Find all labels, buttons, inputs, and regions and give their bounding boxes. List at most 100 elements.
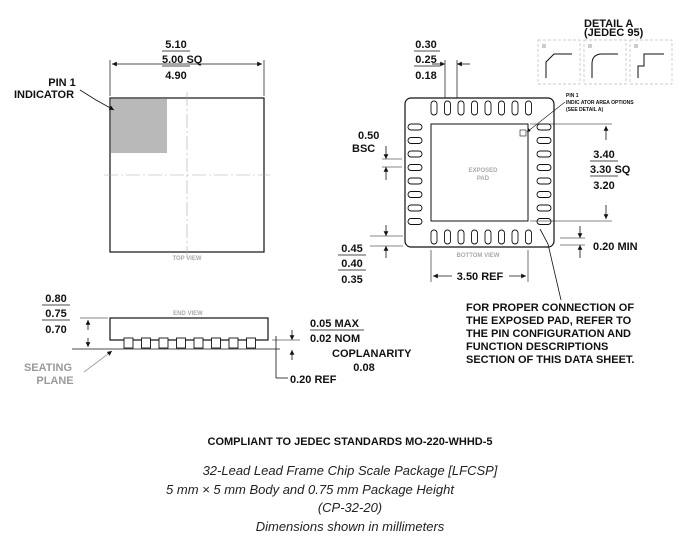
lead-top [457,100,465,116]
detail-frame [629,39,673,85]
height-min: 0.70 [45,324,66,336]
detail-title-line1: DETAIL A [584,18,633,30]
lead-right [536,204,552,212]
lead-right [536,164,552,171]
lead-top [484,100,492,116]
pitch-value: 0.50 [358,130,379,142]
height-max: 0.80 [45,293,66,305]
lead-left [407,150,423,158]
standoff-nom: 0.02 NOM [310,333,360,345]
pin1-area-label-line2: INDIC ATOR AREA OPTIONS [566,100,634,106]
min-clearance: 0.20 MIN [593,241,638,253]
pin1-area-label-line3: (SEE DETAIL A) [566,107,603,113]
lead-bottom [484,229,492,245]
top-dim-max: 5.10 [165,39,186,51]
end-view-label: END VIEW [173,311,203,317]
ref-width: 3.50 REF [457,271,504,283]
end-lead [246,337,256,349]
lead-width-nom: 0.25 [415,54,436,66]
caption-package-code: (CP-32-20) [317,500,383,515]
lead-right [536,177,552,185]
exposed-pad-label-line2: PAD [477,176,490,182]
height-nom: 0.75 [45,308,66,320]
end-view-body [109,317,269,341]
top-dim-min: 4.90 [165,70,186,82]
top-dim-nom: 5.00 SQ [162,54,203,66]
pad-dim-max: 3.40 [593,149,614,161]
detail-corner-outline [637,53,664,78]
detail-lead-stub [588,44,592,48]
lead-bottom [471,229,478,245]
lead-bottom [511,229,519,245]
standoff-max: 0.05 MAX [310,318,360,330]
pin1-label-line2: INDICATOR [14,89,74,101]
detail-corner-outline [545,53,572,78]
pad-connection-note: FOR PROPER CONNECTION OF THE EXPOSED PAD… [466,302,696,367]
pin1-leader [79,89,115,111]
lead-right [536,218,552,225]
lead-width-min: 0.18 [415,70,436,82]
note-line: THE EXPOSED PAD, REFER TO [466,315,632,327]
lead-right [536,137,552,144]
detail-frame [583,39,627,85]
pin1-label-line1: PIN 1 [48,77,76,89]
lead-bottom [430,229,438,245]
pad-dim-nom: 3.30 SQ [590,164,631,176]
note-leader [539,228,562,301]
detail-a-variants [537,39,673,85]
top-view: 5.10 5.00 SQ 4.90 PIN 1 INDICATOR TOP VI… [14,39,270,262]
seating-label-line1: SEATING [24,362,72,374]
lead-left [407,164,423,171]
lead-width-max: 0.30 [415,39,436,51]
lead-left [407,177,423,185]
coplanarity-label: COPLANARITY [332,348,412,360]
exposed-pad-label-line1: EXPOSED [468,168,498,174]
lead-left [407,218,423,225]
lead-left [407,137,423,144]
lead-right [536,191,552,198]
pin1-area-label-line1: PIN 1 [566,93,579,99]
lead-top [511,100,519,116]
caption-package-name: 32-Lead Lead Frame Chip Scale Package [L… [202,463,498,478]
lead-bottom [457,229,465,245]
end-view: END VIEW 0.80 0.75 0.70 SEATING PLANE 0.… [24,293,412,387]
end-lead [193,337,204,349]
lead-length-nom: 0.40 [341,258,362,270]
lead-top [498,100,505,116]
end-lead [123,337,134,349]
pin1-area-leader [526,101,566,133]
pin1-area-mark [519,129,527,137]
detail-variant [537,39,581,85]
lead-length-max: 0.45 [341,243,362,255]
compliance-statement: COMPLIANT TO JEDEC STANDARDS MO-220-WHHD… [207,436,493,448]
detail-variant [583,39,627,85]
detail-corner-outline [591,53,618,78]
note-line: SECTION OF THIS DATA SHEET. [466,354,635,366]
ref-thickness: 0.20 REF [290,374,337,386]
note-line: FUNCTION DESCRIPTIONS [466,341,609,353]
lead-top [430,100,438,116]
lead-top [471,100,478,116]
lead-top [525,100,532,116]
coplanarity-value: 0.08 [353,362,374,374]
lead-bottom [498,229,505,245]
end-lead [176,337,186,349]
exposed-pad [430,123,529,222]
lead-left [407,204,423,212]
lead-length-min: 0.35 [341,274,362,286]
detail-a: DETAIL A (JEDEC 95) [537,18,673,85]
end-view-leads [123,337,256,349]
pin1-indicator-area [111,99,167,153]
end-lead [158,337,169,349]
bottom-view-label: BOTTOM VIEW [457,253,500,259]
end-lead [211,337,221,349]
bottom-view: EXPOSED PAD PIN 1 INDIC ATOR AREA OPTION… [338,39,638,301]
lead-bottom [444,229,451,245]
pitch-suffix: BSC [352,143,375,155]
detail-lead-stub [542,44,546,48]
top-view-label: TOP VIEW [172,256,201,262]
end-lead [141,337,151,349]
detail-variant [629,39,673,85]
seating-label-line2: PLANE [36,375,73,387]
